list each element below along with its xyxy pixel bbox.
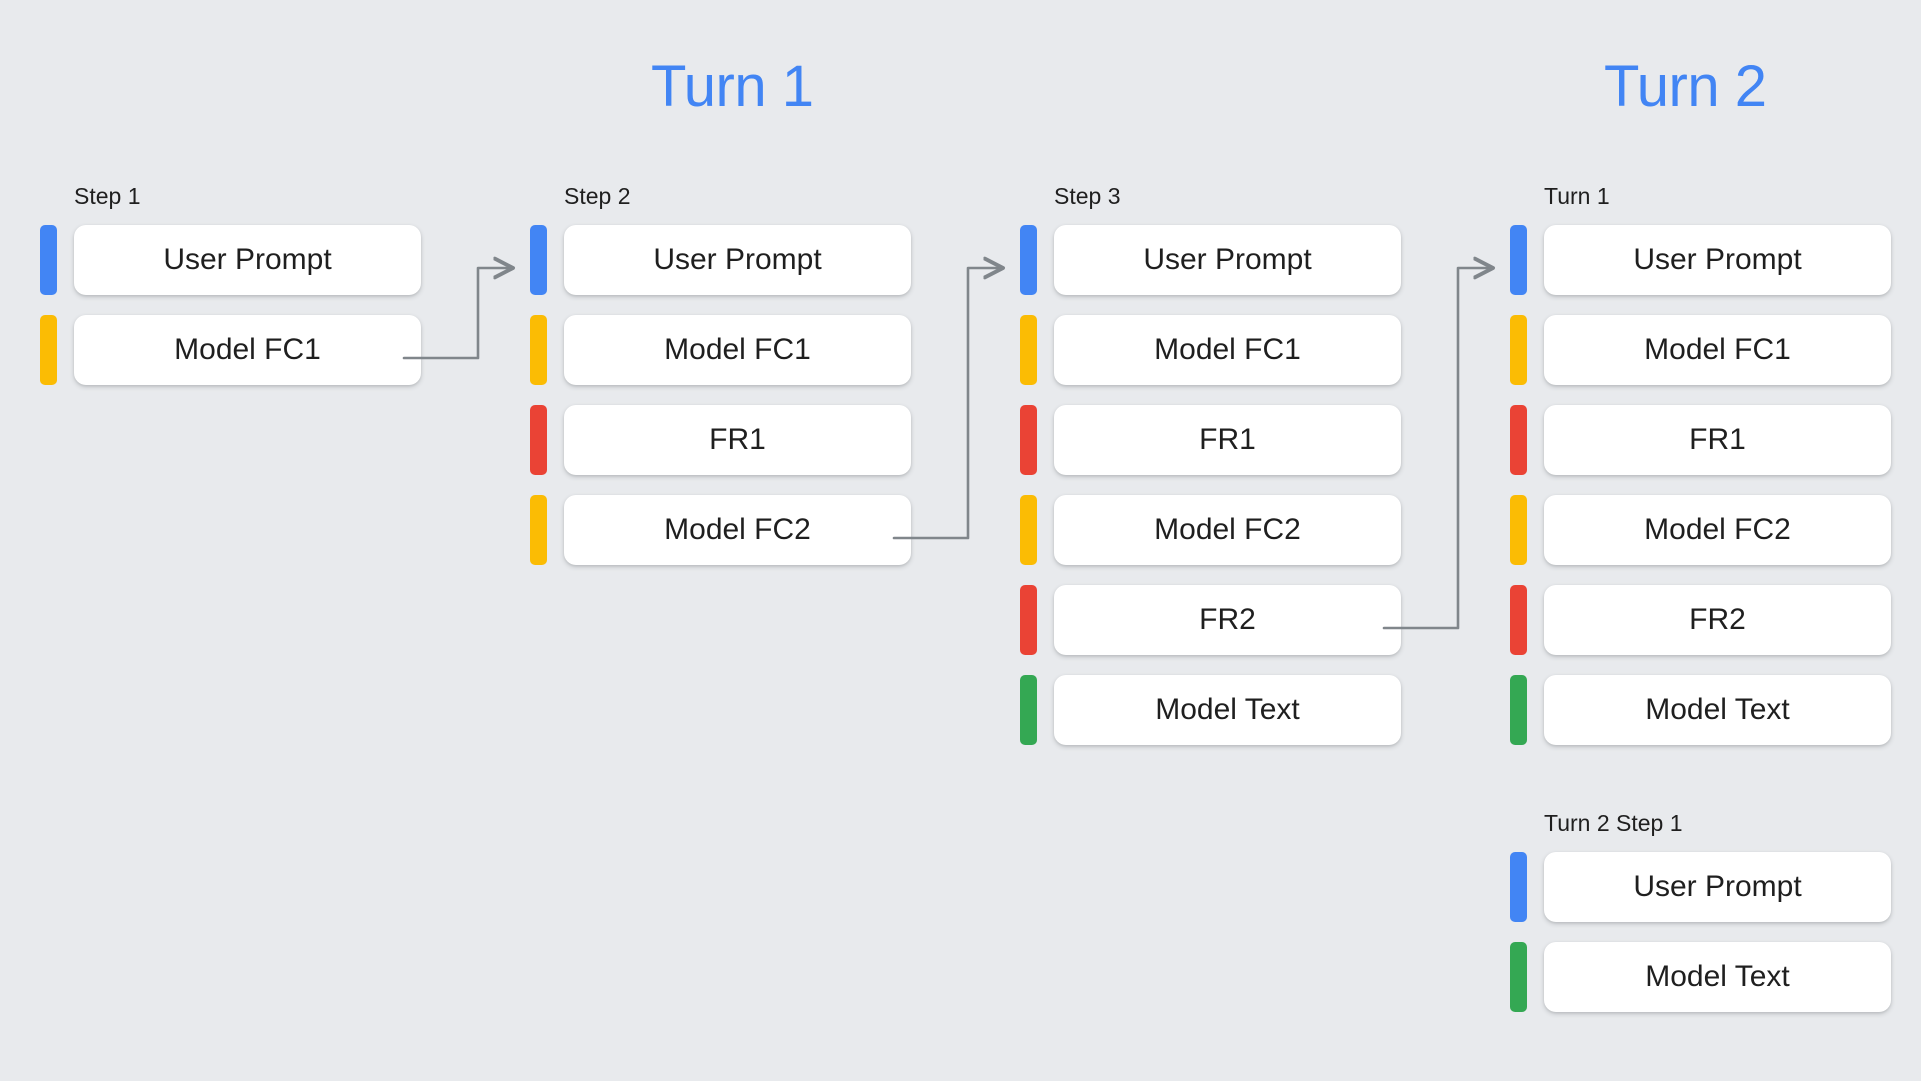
status-bar-yellow — [1020, 495, 1037, 565]
column-rows-step-2: User Prompt Model FC1 FR1 Model FC2 — [530, 225, 911, 565]
turn-2-heading: Turn 2 — [1604, 54, 1767, 119]
card-fr1[interactable]: FR1 — [1544, 405, 1891, 475]
card-user-prompt[interactable]: User Prompt — [1544, 225, 1891, 295]
turn-1-heading: Turn 1 — [651, 54, 814, 119]
card-model-fc1[interactable]: Model FC1 — [1544, 315, 1891, 385]
card-model-text[interactable]: Model Text — [1544, 942, 1891, 1012]
status-bar-red — [1510, 405, 1527, 475]
column-rows-turn-1: User Prompt Model FC1 FR1 Model FC2 FR2 … — [1510, 225, 1891, 745]
status-bar-yellow — [40, 315, 57, 385]
card-user-prompt[interactable]: User Prompt — [74, 225, 421, 295]
column-label-step-2: Step 2 — [564, 183, 631, 209]
column-label-turn-2-step-1: Turn 2 Step 1 — [1544, 810, 1683, 836]
column-label-step-1: Step 1 — [74, 183, 141, 209]
card-fr2[interactable]: FR2 — [1544, 585, 1891, 655]
status-bar-green — [1020, 675, 1037, 745]
column-rows-step-3: User Prompt Model FC1 FR1 Model FC2 FR2 … — [1020, 225, 1401, 745]
column-step-1: Step 1 User Prompt Model FC1 — [40, 185, 421, 385]
card-model-text[interactable]: Model Text — [1054, 675, 1401, 745]
column-step-3: Step 3 User Prompt Model FC1 FR1 Model F… — [1020, 185, 1401, 745]
list-item[interactable]: FR1 — [1510, 405, 1891, 475]
status-bar-blue — [1020, 225, 1037, 295]
list-item[interactable]: Model FC2 — [1020, 495, 1401, 565]
column-turn2-turn1: Turn 1 User Prompt Model FC1 FR1 Model F… — [1510, 185, 1891, 745]
card-fr2[interactable]: FR2 — [1054, 585, 1401, 655]
list-item[interactable]: FR1 — [1020, 405, 1401, 475]
list-item[interactable]: User Prompt — [1510, 225, 1891, 295]
list-item[interactable]: User Prompt — [530, 225, 911, 295]
card-user-prompt[interactable]: User Prompt — [1054, 225, 1401, 295]
list-item[interactable]: User Prompt — [40, 225, 421, 295]
list-item[interactable]: User Prompt — [1020, 225, 1401, 295]
status-bar-green — [1510, 942, 1527, 1012]
column-step-2: Step 2 User Prompt Model FC1 FR1 Model F… — [530, 185, 911, 565]
card-model-fc2[interactable]: Model FC2 — [1544, 495, 1891, 565]
list-item[interactable]: FR2 — [1510, 585, 1891, 655]
list-item[interactable]: Model FC1 — [40, 315, 421, 385]
column-turn2-step-1: Turn 2 Step 1 User Prompt Model Text — [1510, 812, 1891, 1012]
card-model-fc1[interactable]: Model FC1 — [1054, 315, 1401, 385]
list-item[interactable]: Model Text — [1510, 675, 1891, 745]
list-item[interactable]: Model FC2 — [530, 495, 911, 565]
status-bar-red — [1510, 585, 1527, 655]
list-item[interactable]: Model Text — [1510, 942, 1891, 1012]
status-bar-yellow — [530, 495, 547, 565]
card-fr1[interactable]: FR1 — [1054, 405, 1401, 475]
status-bar-yellow — [1510, 495, 1527, 565]
card-fr1[interactable]: FR1 — [564, 405, 911, 475]
list-item[interactable]: Model Text — [1020, 675, 1401, 745]
list-item[interactable]: FR1 — [530, 405, 911, 475]
status-bar-yellow — [1020, 315, 1037, 385]
status-bar-blue — [1510, 225, 1527, 295]
status-bar-green — [1510, 675, 1527, 745]
status-bar-blue — [1510, 852, 1527, 922]
card-model-text[interactable]: Model Text — [1544, 675, 1891, 745]
list-item[interactable]: Model FC1 — [1020, 315, 1401, 385]
card-user-prompt[interactable]: User Prompt — [564, 225, 911, 295]
column-label-turn-1: Turn 1 — [1544, 183, 1610, 209]
status-bar-red — [530, 405, 547, 475]
status-bar-red — [1020, 585, 1037, 655]
list-item[interactable]: Model FC1 — [530, 315, 911, 385]
list-item[interactable]: FR2 — [1020, 585, 1401, 655]
card-user-prompt[interactable]: User Prompt — [1544, 852, 1891, 922]
list-item[interactable]: User Prompt — [1510, 852, 1891, 922]
card-model-fc1[interactable]: Model FC1 — [564, 315, 911, 385]
list-item[interactable]: Model FC1 — [1510, 315, 1891, 385]
column-rows-step-1: User Prompt Model FC1 — [40, 225, 421, 385]
card-model-fc2[interactable]: Model FC2 — [564, 495, 911, 565]
card-model-fc1[interactable]: Model FC1 — [74, 315, 421, 385]
status-bar-blue — [530, 225, 547, 295]
status-bar-yellow — [530, 315, 547, 385]
status-bar-yellow — [1510, 315, 1527, 385]
card-model-fc2[interactable]: Model FC2 — [1054, 495, 1401, 565]
status-bar-blue — [40, 225, 57, 295]
column-label-step-3: Step 3 — [1054, 183, 1121, 209]
list-item[interactable]: Model FC2 — [1510, 495, 1891, 565]
status-bar-red — [1020, 405, 1037, 475]
column-rows-turn-2-step-1: User Prompt Model Text — [1510, 852, 1891, 1012]
